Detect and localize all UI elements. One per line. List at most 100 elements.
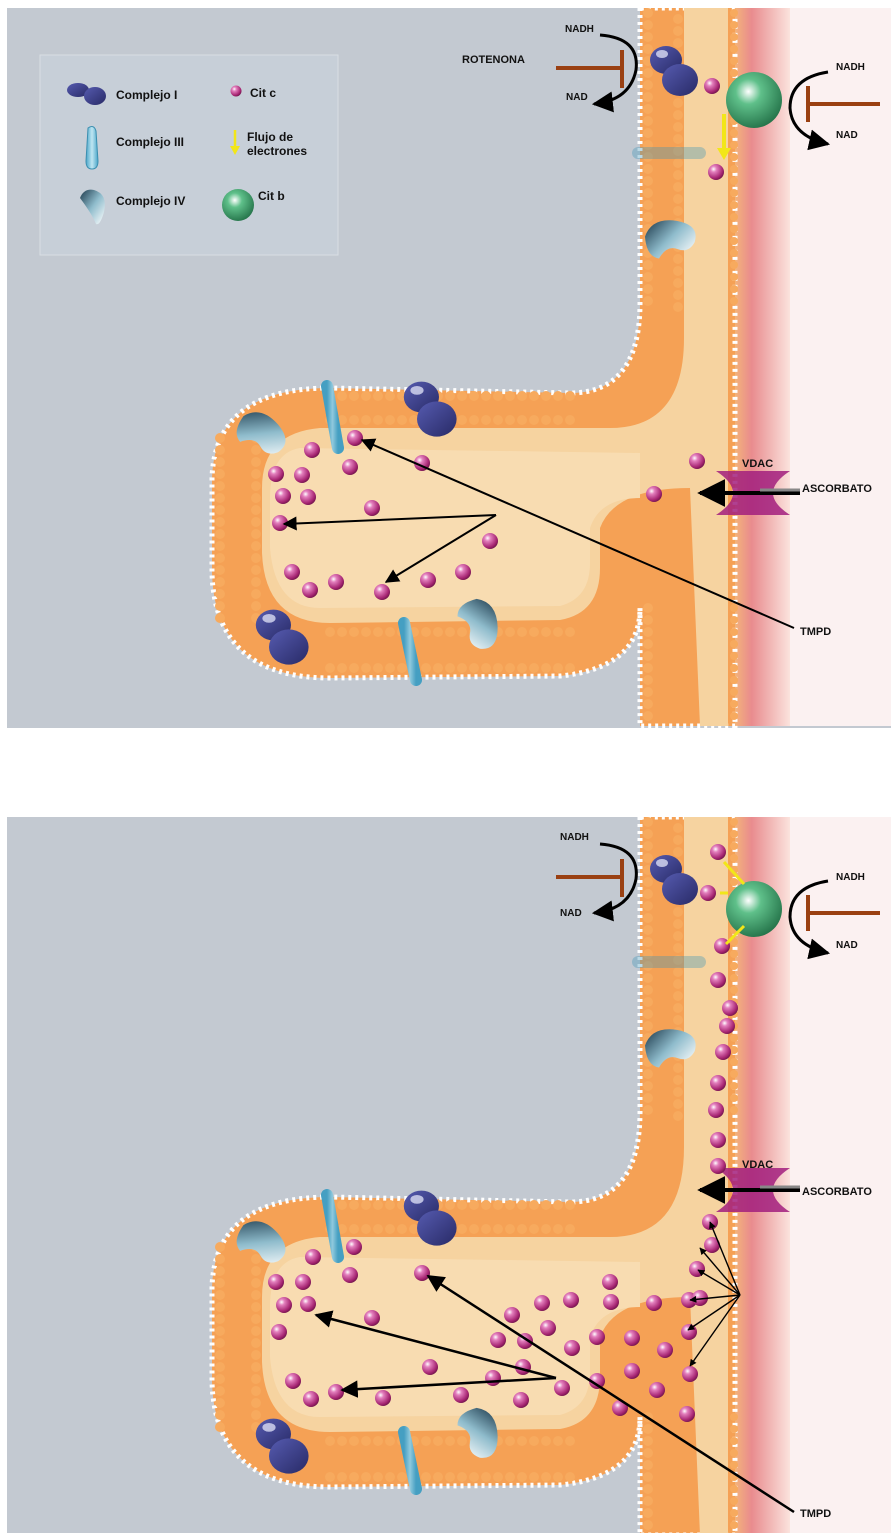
lipid-bead bbox=[215, 529, 225, 539]
bottom-nadh-left: NADH bbox=[560, 832, 589, 843]
lipid-bead bbox=[730, 1509, 738, 1517]
lipid-bead bbox=[445, 627, 455, 637]
lipid-bead bbox=[730, 640, 738, 648]
lipid-bead bbox=[373, 627, 383, 637]
lipid-bead bbox=[643, 1460, 653, 1470]
lipid-bead bbox=[730, 1094, 738, 1102]
lipid-bead bbox=[457, 627, 467, 637]
lipid-bead bbox=[643, 284, 653, 294]
lipid-bead bbox=[251, 1254, 261, 1264]
lipid-bead bbox=[469, 415, 479, 425]
cyt-c bbox=[414, 1265, 430, 1281]
cyt-c bbox=[300, 1296, 316, 1312]
lipid-bead bbox=[385, 391, 395, 401]
cyt-c bbox=[375, 1390, 391, 1406]
cyt-c bbox=[646, 1295, 662, 1311]
lipid-bead bbox=[361, 1200, 371, 1210]
lipid-bead bbox=[215, 1398, 225, 1408]
lipid-bead bbox=[337, 391, 347, 401]
lipid-bead bbox=[481, 391, 491, 401]
cyt-c bbox=[554, 1380, 570, 1396]
lipid-bead bbox=[643, 1508, 653, 1518]
lipid-bead bbox=[730, 974, 738, 982]
lipid-bead bbox=[553, 415, 563, 425]
cyt-c bbox=[271, 1324, 287, 1340]
cyt-c bbox=[504, 1307, 520, 1323]
lipid-bead bbox=[457, 391, 467, 401]
lipid-bead bbox=[517, 1472, 527, 1482]
lipid-bead bbox=[541, 1224, 551, 1234]
lipid-bead bbox=[673, 38, 683, 48]
lipid-bead bbox=[215, 493, 225, 503]
lipid-bead bbox=[505, 391, 515, 401]
lipid-bead bbox=[541, 1436, 551, 1446]
lipid-bead bbox=[325, 663, 335, 673]
lipid-bead bbox=[643, 925, 653, 935]
lipid-bead bbox=[215, 553, 225, 563]
lipid-bead bbox=[215, 1374, 225, 1384]
lipid-bead bbox=[215, 577, 225, 587]
lipid-bead bbox=[730, 700, 738, 708]
lipid-bead bbox=[730, 33, 738, 41]
lipid-bead bbox=[251, 1350, 261, 1360]
lipid-bead bbox=[643, 877, 653, 887]
lipid-bead bbox=[643, 687, 653, 697]
lipid-bead bbox=[673, 931, 683, 941]
lipid-bead bbox=[505, 1224, 515, 1234]
lipid-bead bbox=[730, 664, 738, 672]
lipid-bead bbox=[673, 122, 683, 132]
cyt-c bbox=[328, 574, 344, 590]
lipid-bead bbox=[673, 1015, 683, 1025]
lipid-bead bbox=[565, 627, 575, 637]
cyt-c bbox=[710, 1158, 726, 1174]
lipid-bead bbox=[673, 823, 683, 833]
lipid-bead bbox=[643, 997, 653, 1007]
complex-i-highlight bbox=[410, 1195, 423, 1204]
lipid-bead bbox=[643, 1520, 653, 1530]
lipid-bead bbox=[730, 249, 738, 257]
lipid-bead bbox=[673, 847, 683, 857]
lipid-bead bbox=[643, 639, 653, 649]
lipid-bead bbox=[730, 1449, 738, 1457]
lipid-bead bbox=[643, 937, 653, 947]
top-nadh-right: NADH bbox=[836, 62, 865, 73]
lipid-bead bbox=[730, 273, 738, 281]
lipid-bead bbox=[251, 1410, 261, 1420]
lipid-bead bbox=[215, 601, 225, 611]
cyt-c bbox=[646, 486, 662, 502]
cell-exterior bbox=[790, 8, 891, 726]
lipid-bead bbox=[730, 9, 738, 17]
lipid-bead bbox=[541, 415, 551, 425]
lipid-bead bbox=[325, 1436, 335, 1446]
cyt-c bbox=[704, 78, 720, 94]
lipid-bead bbox=[553, 1224, 563, 1234]
lipid-bead bbox=[251, 541, 261, 551]
lipid-bead bbox=[643, 116, 653, 126]
cyt-c bbox=[624, 1363, 640, 1379]
bottom-vdac-label: VDAC bbox=[742, 1159, 773, 1171]
crista-lumen bbox=[270, 448, 640, 608]
lipid-bead bbox=[643, 627, 653, 637]
lipid-bead bbox=[325, 627, 335, 637]
lipid-bead bbox=[251, 1386, 261, 1396]
lipid-bead bbox=[505, 415, 515, 425]
lipid-bead bbox=[373, 1472, 383, 1482]
lipid-bead bbox=[457, 1200, 467, 1210]
lipid-bead bbox=[730, 1106, 738, 1114]
lipid-bead bbox=[421, 1436, 431, 1446]
lipid-bead bbox=[361, 1224, 371, 1234]
lipid-bead bbox=[251, 1302, 261, 1312]
lipid-bead bbox=[730, 1521, 738, 1529]
cyt-c bbox=[513, 1392, 529, 1408]
cyt-c bbox=[534, 1295, 550, 1311]
lipid-bead bbox=[730, 225, 738, 233]
lipid-bead bbox=[493, 1472, 503, 1482]
lipid-bead bbox=[673, 1087, 683, 1097]
lipid-bead bbox=[215, 1314, 225, 1324]
lipid-bead bbox=[349, 627, 359, 637]
lipid-bead bbox=[215, 433, 225, 443]
lipid-bead bbox=[251, 1314, 261, 1324]
lipid-bead bbox=[493, 1224, 503, 1234]
lipid-bead bbox=[673, 158, 683, 168]
lipid-bead bbox=[361, 663, 371, 673]
